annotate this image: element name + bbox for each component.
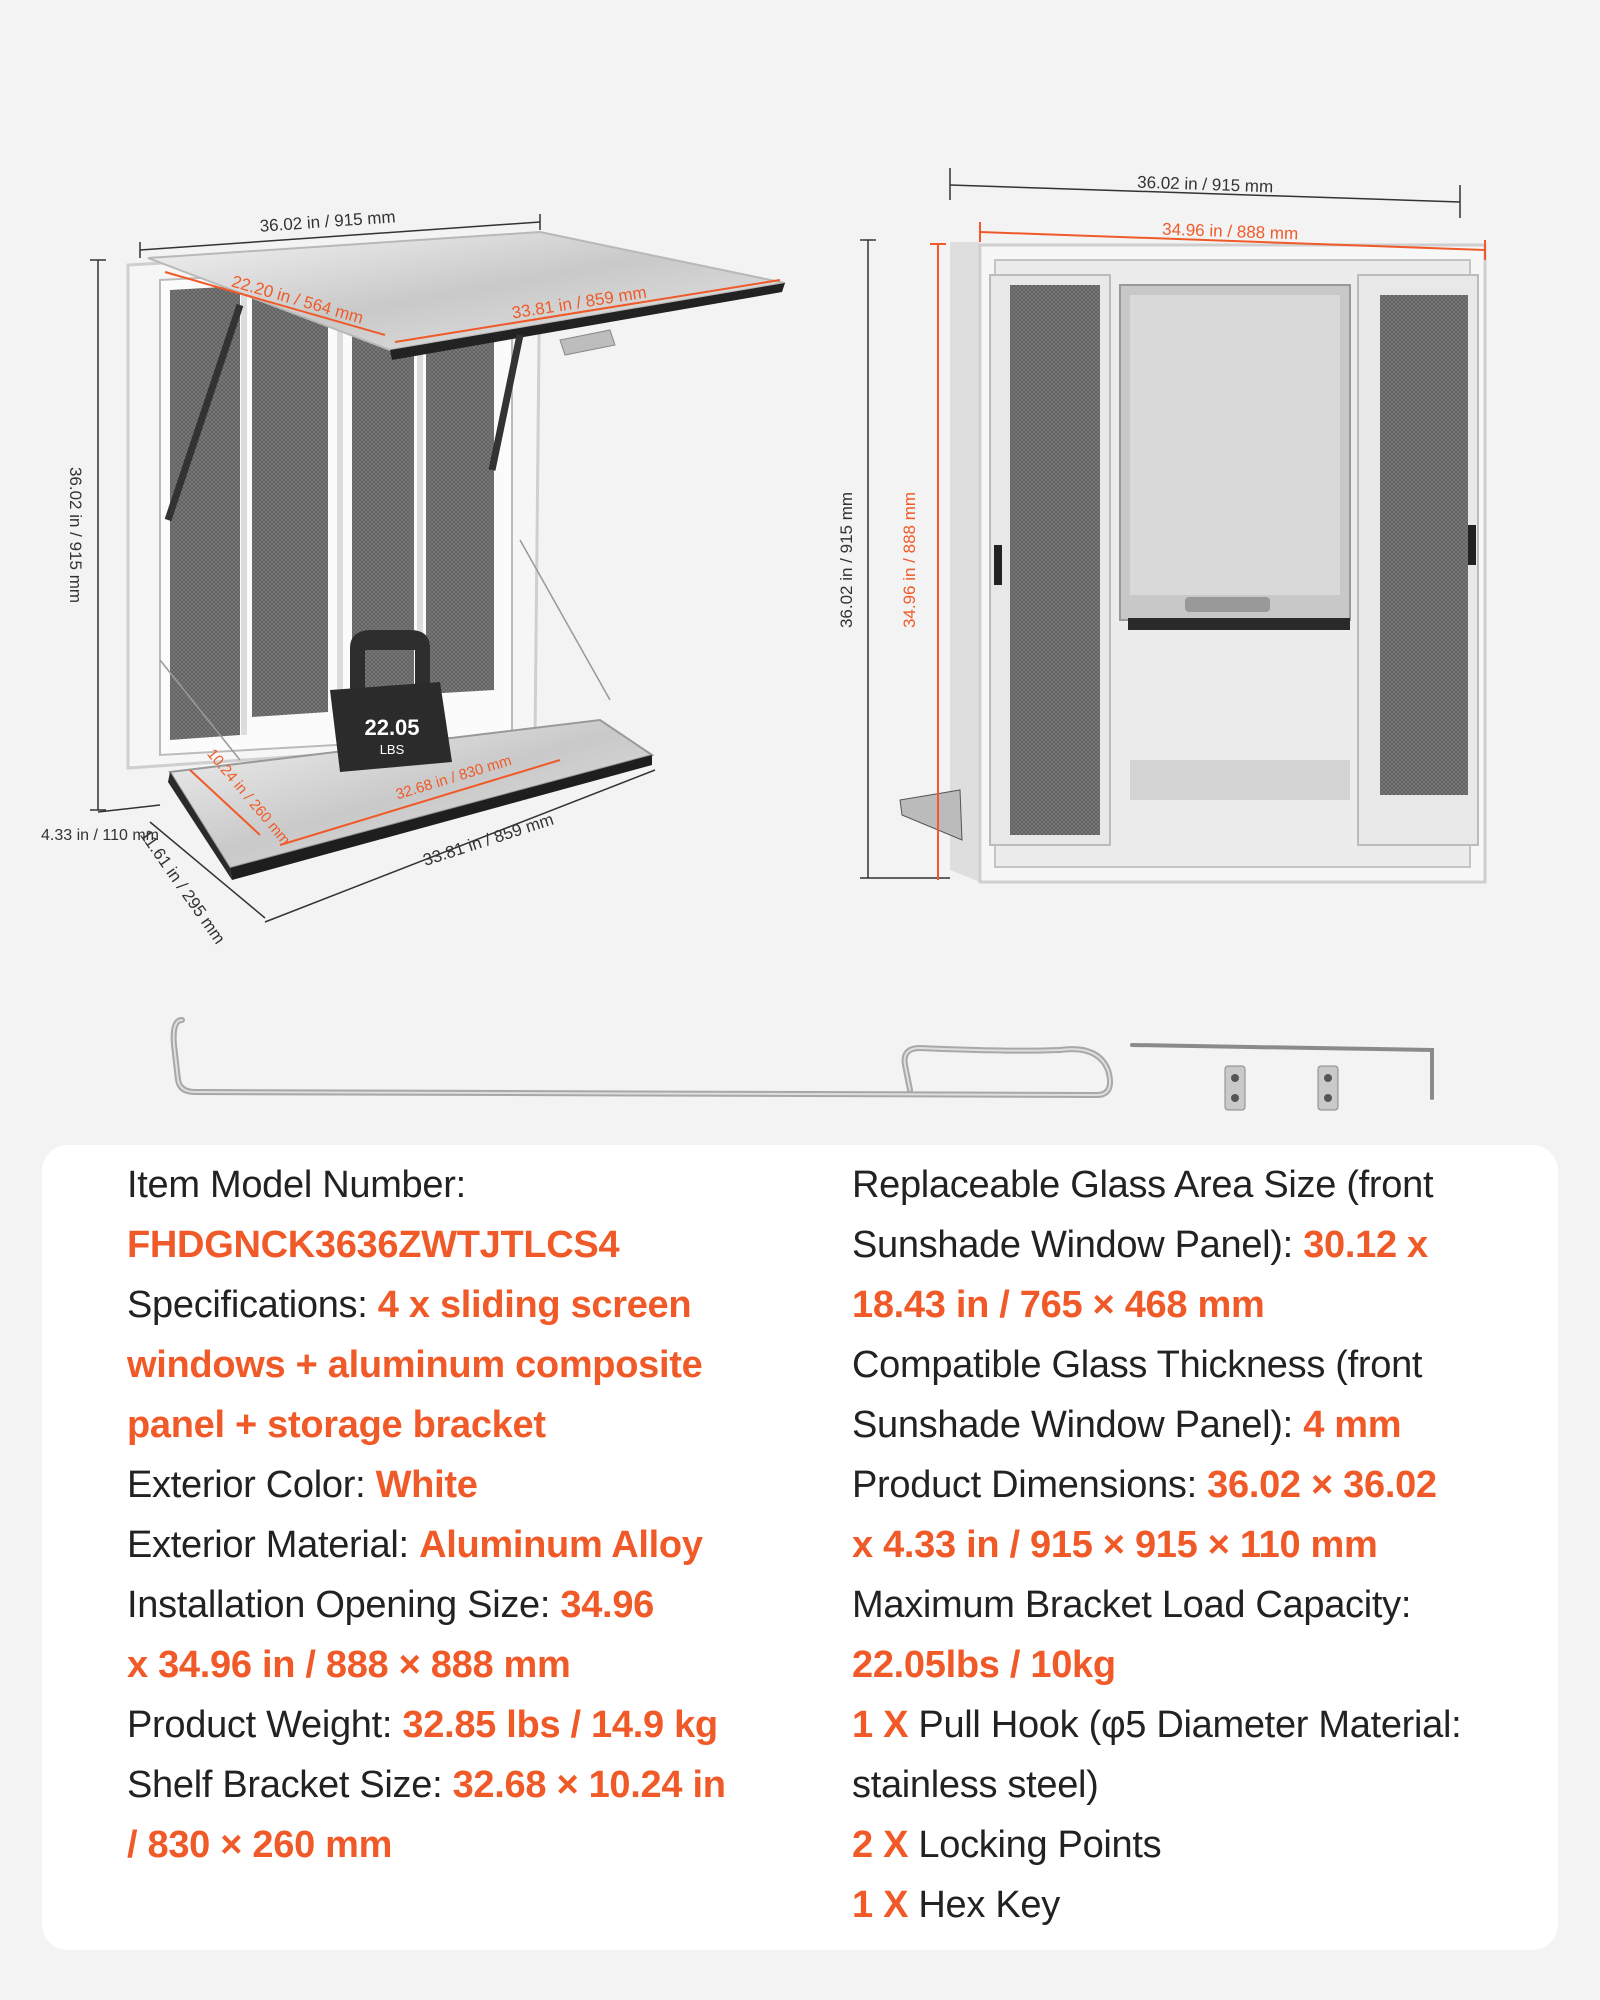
accessories [170,1017,1434,1111]
spec-line: 22.05lbs / 10kg [852,1635,1512,1695]
spec-value: 30.12 x [1303,1224,1428,1266]
hex-key [1130,1043,1434,1100]
spec-line: 18.43 in / 765 × 468 mm [852,1275,1512,1335]
spec-value: 18.43 in / 765 × 468 mm [852,1284,1265,1326]
screen-panel [426,272,494,694]
product-diagram: 22.05 LBS 36.02 in / 915 mm 22.20 in / 5… [41,168,1487,1111]
spec-value: Aluminum Alloy [419,1524,703,1566]
spec-label: Product Weight: [127,1704,403,1746]
spec-line: FHDGNCK3636ZWTJTLCS4 [127,1215,767,1275]
spec-label: Pull Hook (φ5 Diameter Material: [908,1704,1462,1746]
spec-value: 4 mm [1303,1404,1402,1446]
spec-line: 1 X Pull Hook (φ5 Diameter Material: [852,1695,1512,1755]
spec-value: x 34.96 in / 888 × 888 mm [127,1644,571,1686]
right-window-view: 36.02 in / 915 mm 34.96 in / 888 mm 36.0… [837,168,1487,884]
spec-line: Product Weight: 32.85 lbs / 14.9 kg [127,1695,767,1755]
spec-value: 1 X [852,1884,909,1926]
spec-line: Product Dimensions: 36.02 × 36.02 [852,1455,1512,1515]
spec-label: Sunshade Window Panel): [852,1404,1304,1446]
spec-line: Item Model Number: [127,1155,767,1215]
weight-value: 22.05 [364,715,419,740]
dim-inner-height: 34.96 in / 888 mm [900,492,919,628]
dim-inner-width: 34.96 in / 888 mm [1162,220,1299,244]
spec-label: Compatible Glass Thickness (front [852,1344,1423,1386]
weight-block: 22.05 LBS [330,630,452,772]
spec-value: panel + storage bracket [127,1404,546,1446]
dim-outer-width: 36.02 in / 915 mm [1137,173,1274,197]
spec-value: 32.85 lbs / 14.9 kg [402,1704,718,1746]
spec-line: 1 X Hex Key [852,1875,1512,1935]
weight-unit: LBS [380,742,405,757]
spec-label: Replaceable Glass Area Size (front [852,1164,1434,1206]
spec-value: / 830 × 260 mm [127,1824,393,1866]
spec-label: Exterior Color: [127,1464,376,1506]
spec-label: Specifications: [127,1284,378,1326]
spec-label: Shelf Bracket Size: [127,1764,453,1806]
dim-top-width: 36.02 in / 915 mm [259,207,396,235]
spec-value: x 4.33 in / 915 × 915 × 110 mm [852,1524,1378,1566]
left-window-view: 22.05 LBS 36.02 in / 915 mm 22.20 in / 5… [41,207,786,948]
spec-line: Shelf Bracket Size: 32.68 × 10.24 in [127,1755,767,1815]
spec-line: windows + aluminum composite [127,1335,767,1395]
spec-label: stainless steel) [852,1764,1099,1806]
screen-panel [352,277,414,702]
spec-line: / 830 × 260 mm [127,1815,767,1875]
spec-label: Product Dimensions: [852,1464,1208,1506]
spec-line: stainless steel) [852,1755,1512,1815]
spec-line: Replaceable Glass Area Size (front [852,1155,1512,1215]
spec-line: x 34.96 in / 888 × 888 mm [127,1635,767,1695]
spec-label: Item Model Number: [127,1164,466,1206]
dim-outer-height: 36.02 in / 915 mm [837,492,856,628]
dim-thickness: 4.33 in / 110 mm [41,827,159,844]
screen-panel-left [1010,285,1100,835]
spec-line: Sunshade Window Panel): 4 mm [852,1395,1512,1455]
screen-panel-right [1380,295,1468,795]
spec-line: Installation Opening Size: 34.96 [127,1575,767,1635]
spec-value: 4 x sliding screen [377,1284,692,1326]
spec-label: Exterior Material: [127,1524,420,1566]
spec-label: Sunshade Window Panel): [852,1224,1304,1266]
spec-line: Sunshade Window Panel): 30.12 x [852,1215,1512,1275]
screen-panel [252,281,328,717]
spec-value: FHDGNCK3636ZWTJTLCS4 [127,1224,620,1266]
spec-value: 22.05lbs / 10kg [852,1644,1116,1686]
spec-label: Hex Key [908,1884,1060,1926]
locking-point [1224,1065,1246,1111]
spec-line: Exterior Material: Aluminum Alloy [127,1515,767,1575]
spec-label: Maximum Bracket Load Capacity: [852,1584,1412,1626]
spec-line: Compatible Glass Thickness (front [852,1335,1512,1395]
spec-value: 1 X [852,1704,909,1746]
spec-line: Specifications: 4 x sliding screen [127,1275,767,1335]
spec-label: Installation Opening Size: [127,1584,561,1626]
spec-value: windows + aluminum composite [127,1344,703,1386]
dim-height: 36.02 in / 915 mm [66,467,85,603]
spec-line: Exterior Color: White [127,1455,767,1515]
spec-value: White [375,1464,478,1506]
spec-label: Locking Points [908,1824,1162,1866]
spec-line: panel + storage bracket [127,1395,767,1455]
locking-point [1317,1065,1339,1111]
spec-line: x 4.33 in / 915 × 915 × 110 mm [852,1515,1512,1575]
spec-value: 34.96 [560,1584,654,1626]
spec-line: Maximum Bracket Load Capacity: [852,1575,1512,1635]
screen-panel [170,286,240,740]
spec-value: 2 X [852,1824,909,1866]
spec-value: 36.02 × 36.02 [1207,1464,1437,1506]
spec-card [42,1145,1558,1950]
pull-hook [170,1017,1113,1099]
spec-value: 32.68 × 10.24 in [452,1764,726,1806]
spec-line: 2 X Locking Points [852,1815,1512,1875]
